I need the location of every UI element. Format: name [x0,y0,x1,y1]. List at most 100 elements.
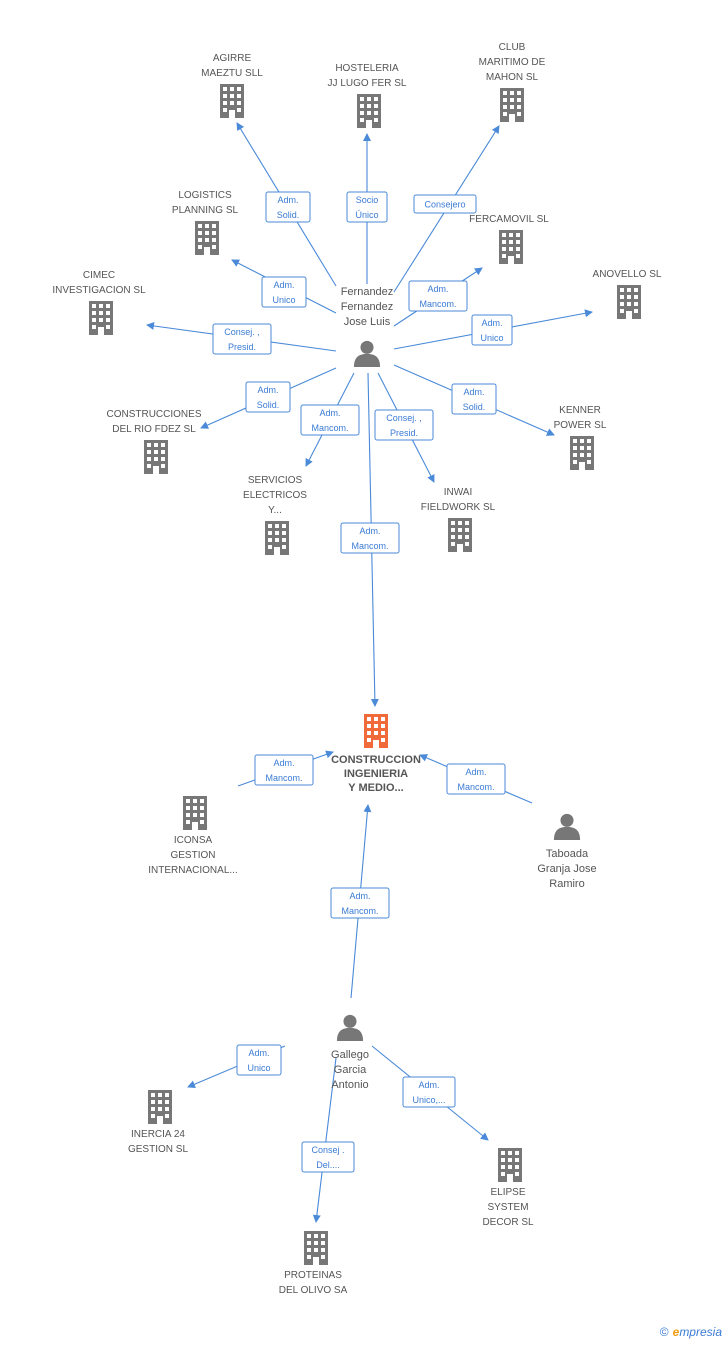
relation-label-line-2: Unico,... [412,1095,445,1105]
relation-label-line-1: Adm. [257,385,278,395]
center-building-icon [364,714,388,748]
company-label-club-line-2: MARITIMO DE [479,57,546,68]
relation-badge-fernandez-fercamovil[interactable]: Adm.Mancom. [408,280,468,312]
relation-badge-fernandez-servicios[interactable]: Adm. Mancom. [300,404,360,436]
relation-badge-fernandez-cimec[interactable]: Consej. , Presid. [212,323,272,355]
relation-label-line-1: Socio [356,195,379,205]
relation-label-line-2: Único [355,210,378,220]
relation-badge-fernandez-inwai[interactable]: Consej. ,Presid. [374,409,434,441]
person-label-taboada-line-1: Taboada [546,848,589,860]
relation-badge-fernandez-kenner[interactable]: Adm.Solid. [451,383,497,415]
relation-badge-fernandez-logistics[interactable]: Adm. Unico [261,276,307,308]
relation-badge-fernandez-construcciones[interactable]: Adm.Solid. [245,381,291,413]
company-label-hosteleria-line-2: JJ LUGO FER SL [328,78,407,89]
relation-badge-box [301,1141,355,1173]
relation-badge-gallego-center[interactable]: Adm.Mancom. [330,887,390,919]
building-icon [617,285,641,319]
company-label-iconsa-line-2: GESTION [170,850,215,861]
building-icon [148,1090,172,1124]
relation-label-line-1: Consej. , [224,327,260,337]
company-label-inwai-line-2: FIELDWORK SL [421,502,496,513]
relation-label-line-1: Adm. [463,387,484,397]
building-icon [499,230,523,264]
person-label-fernandez-line-3: Jose Luis [344,316,391,328]
company-label-logistics-line-2: PLANNING SL [172,205,239,216]
relation-label-line-1: Adm. [319,408,340,418]
building-icon [357,94,381,128]
company-label-fercamovil-line-1: FERCAMOVIL SL [469,214,549,225]
company-label-proteinas-line-1: PROTEINAS [284,1270,342,1281]
company-label-cimec-line-1: CIMEC [83,270,115,281]
relation-badge-box [254,754,314,786]
relation-badge-fernandez-club[interactable]: Consejero [413,194,477,214]
company-node-fercamovil[interactable]: FERCAMOVIL SL [469,214,549,264]
person-icon [336,1014,364,1041]
building-icon [144,440,168,474]
company-label-agirre-line-1: AGIRRE [213,53,252,64]
company-label-club-line-3: MAHON SL [486,72,539,83]
relation-badge-iconsa-center[interactable]: Adm.Mancom. [254,754,314,786]
relation-label-line-2: Presid. [228,342,256,352]
relation-label-line-1: Adm. [418,1080,439,1090]
relation-label-line-2: Mancom. [341,906,378,916]
relation-label-line-1: Consej . [311,1145,344,1155]
edge-gallego-to-proteinas [312,1057,337,1223]
relation-label-line-2: Unico [247,1063,270,1073]
relation-badge-gallego-elipse[interactable]: Adm. Unico,... [402,1076,456,1108]
relation-badge-gallego-proteinas[interactable]: Consej . Del.... [301,1141,355,1173]
company-label-elipse-line-2: SYSTEM [487,1202,528,1213]
relation-label-line-2: Unico [272,295,295,305]
relation-badge-fernandez-anovello[interactable]: Adm.Unico [471,314,513,346]
company-node-construcciones[interactable]: CONSTRUCCIONES DEL RIO FDEZ SL [106,409,202,474]
relation-badge-fernandez-agirre[interactable]: Adm.Solid. [265,191,311,223]
building-icon [448,518,472,552]
relation-badge-box [451,383,497,415]
company-node-cimec[interactable]: CIMEC INVESTIGACION SL [52,270,146,335]
relation-badge-gallego-inercia[interactable]: Adm. Unico [236,1044,282,1076]
relation-label-line-2: Del.... [316,1160,340,1170]
relation-label-line-1: Adm. [248,1048,269,1058]
company-label-proteinas-line-2: DEL OLIVO SA [279,1285,348,1296]
person-icon [553,813,581,840]
company-label-construcciones-line-2: DEL RIO FDEZ SL [112,424,196,435]
relation-badge-box [471,314,513,346]
relation-badge-taboada-center[interactable]: Adm.Mancom. [446,763,506,795]
relation-label-line-2: Unico [480,333,503,343]
company-node-proteinas[interactable]: PROTEINAS DEL OLIVO SA [279,1231,348,1296]
company-label-iconsa-line-3: INTERNACIONAL... [148,865,237,876]
company-node-iconsa[interactable]: ICONSAGESTIONINTERNACIONAL... [148,796,238,876]
building-icon [498,1148,522,1182]
company-label-elipse-line-1: ELIPSE [490,1187,525,1198]
relation-badge-fernandez-center[interactable]: Adm.Mancom. [340,522,400,554]
company-node-anovello[interactable]: ANOVELLO SL [593,269,662,319]
company-node-servicios[interactable]: SERVICIOSELECTRICOSY... [243,475,307,555]
relation-label-line-2: Mancom. [311,423,348,433]
building-icon [89,301,113,335]
center-company-label-line-2: INGENIERIA [344,768,408,780]
relation-badge-box [265,191,311,223]
building-icon [304,1231,328,1265]
relation-badge-box [446,763,506,795]
relation-label-line-1: Adm. [277,195,298,205]
relation-label-line-1: Adm. [273,280,294,290]
company-label-cimec-line-2: INVESTIGACION SL [52,285,146,296]
person-label-taboada-line-3: Ramiro [549,878,584,890]
relation-label-line-1: Consej. , [386,413,422,423]
company-label-construcciones-line-1: CONSTRUCCIONES [106,409,201,420]
relation-badge-box [212,323,272,355]
company-label-servicios-line-3: Y... [268,505,282,516]
